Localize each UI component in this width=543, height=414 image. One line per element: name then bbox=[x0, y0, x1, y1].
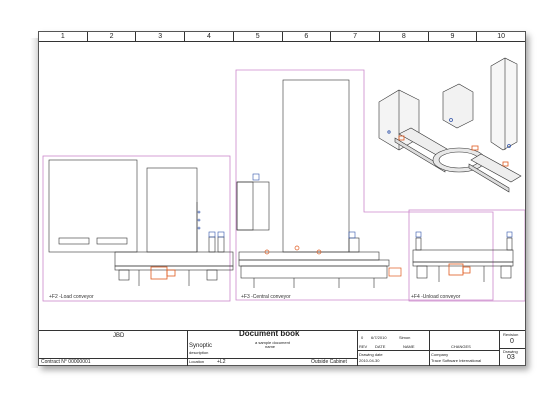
synoptic-drawing: +F2 -Load conveyor +F3 -Central conveyor… bbox=[42, 57, 525, 302]
drawing-sheet: 1 2 3 4 5 6 7 8 9 10 bbox=[38, 31, 526, 366]
column-label: 7 bbox=[331, 32, 380, 41]
title-block: JBD Document book a sample document name… bbox=[39, 330, 525, 366]
divider bbox=[39, 358, 357, 359]
load-conveyor-machine bbox=[48, 159, 234, 286]
revision-value: 0 bbox=[510, 338, 514, 345]
load-conveyor-label: +F2 -Load conveyor bbox=[49, 294, 94, 300]
divider bbox=[357, 350, 499, 351]
divider bbox=[187, 331, 188, 366]
name-header: NAME bbox=[403, 344, 415, 349]
central-conveyor-blue-sensors bbox=[252, 173, 356, 239]
company-name: Trace Software International bbox=[431, 358, 482, 363]
central-conveyor-frame bbox=[235, 69, 494, 301]
unload-conveyor-blue-sensors bbox=[415, 231, 513, 238]
unload-conveyor-machine bbox=[412, 237, 514, 282]
cabinet-value: Outside Cabinet bbox=[311, 359, 347, 365]
column-label: 1 bbox=[39, 32, 88, 41]
isometric-line-view bbox=[378, 57, 522, 193]
revision-label: Revision bbox=[503, 332, 519, 337]
load-conveyor-frame bbox=[42, 155, 231, 302]
drawn-label: Drawing date bbox=[359, 352, 383, 357]
column-label: 4 bbox=[185, 32, 234, 41]
page-shadow bbox=[30, 38, 38, 368]
company-label: Company bbox=[431, 352, 449, 357]
isometric-accents bbox=[387, 118, 511, 167]
central-conveyor-orange bbox=[264, 245, 402, 277]
doc-subtitle-2: name bbox=[265, 344, 276, 349]
drawing-label: Drawing bbox=[503, 349, 518, 354]
column-label: 3 bbox=[136, 32, 186, 41]
column-label: 8 bbox=[380, 32, 429, 41]
load-conveyor-blue-sensors bbox=[197, 210, 225, 238]
divider bbox=[499, 348, 525, 349]
rev-name: Simon bbox=[399, 335, 411, 340]
synoptic-sub: description bbox=[189, 350, 209, 355]
unload-conveyor-label: +F4 -Unload conveyor bbox=[411, 294, 461, 300]
doc-subtitle: a sample document bbox=[255, 340, 290, 345]
unload-conveyor-motor bbox=[448, 263, 471, 276]
divider bbox=[357, 331, 358, 366]
doc-title: Document book bbox=[239, 329, 300, 338]
rev-header: REV bbox=[359, 344, 368, 349]
rev-index: 0 bbox=[361, 335, 364, 340]
changes-header: CHANGES bbox=[451, 344, 471, 349]
column-label: 5 bbox=[234, 32, 283, 41]
column-ruler: 1 2 3 4 5 6 7 8 9 10 bbox=[39, 32, 525, 42]
drawn-date: 2010-04-30 bbox=[359, 358, 380, 363]
company-code: JBD bbox=[113, 333, 125, 339]
rev-date: 6/7/2010 bbox=[371, 335, 387, 340]
date-header: DATE bbox=[375, 344, 386, 349]
column-label: 6 bbox=[283, 32, 332, 41]
unload-conveyor-frame bbox=[408, 209, 525, 302]
load-conveyor-motor bbox=[150, 266, 176, 280]
column-label: 2 bbox=[88, 32, 137, 41]
location-label: Location bbox=[189, 359, 205, 364]
contract-number: Contract N° 00000001 bbox=[41, 359, 91, 365]
location-value: +L2 bbox=[217, 359, 226, 365]
column-label: 10 bbox=[497, 33, 506, 40]
drawing-number: 03 bbox=[507, 354, 515, 361]
central-conveyor-label: +F3 -Central conveyor bbox=[241, 294, 291, 300]
column-label: 9 bbox=[429, 32, 478, 41]
divider bbox=[429, 331, 430, 366]
central-conveyor-machine bbox=[236, 79, 390, 288]
synoptic-label: Synoptic bbox=[189, 343, 213, 349]
